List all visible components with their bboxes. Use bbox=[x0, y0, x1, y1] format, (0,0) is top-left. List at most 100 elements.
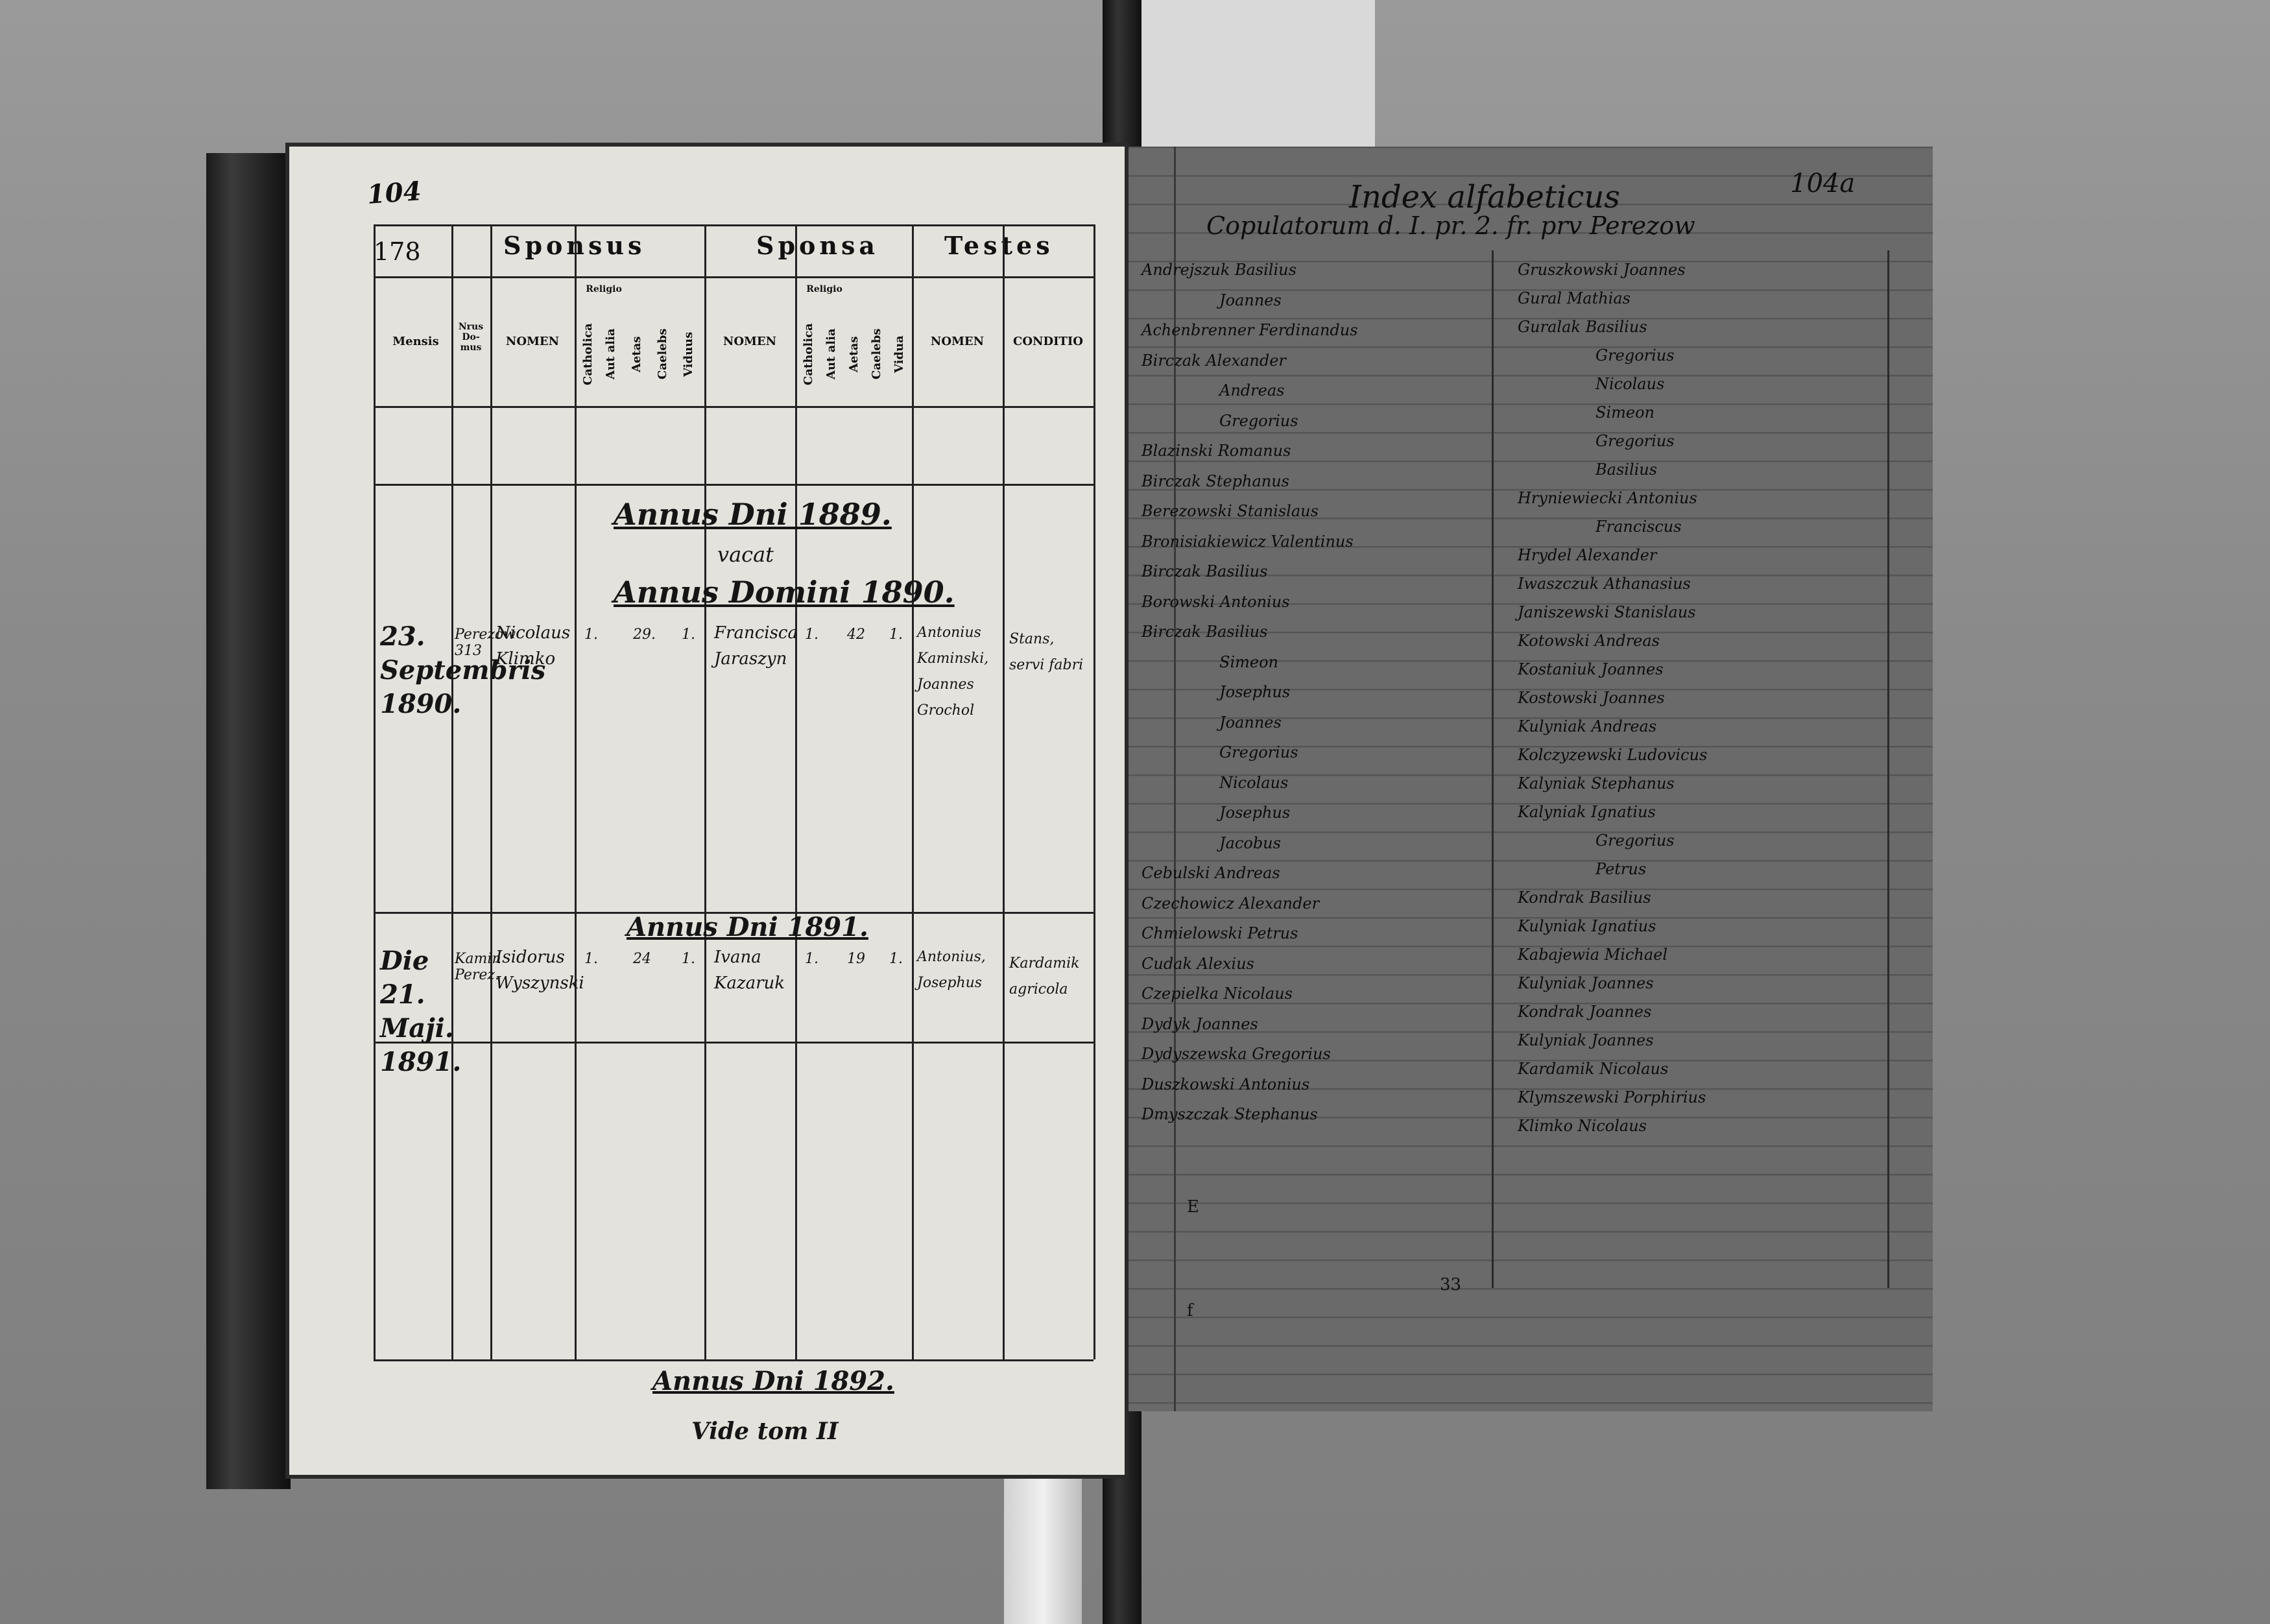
grid-line bbox=[374, 224, 376, 1359]
index-entry-name: Dydyszewska Gregorius bbox=[1141, 1045, 1331, 1063]
index-entry-name: Andreas bbox=[1219, 381, 1285, 400]
col-aut-alia-sponsa: Aut alia bbox=[824, 328, 838, 380]
index-entry-name: Simeon bbox=[1219, 652, 1278, 671]
index-entry-name: Borowski Antonius bbox=[1141, 592, 1290, 611]
col-conditio: CONDITIO bbox=[1013, 335, 1083, 348]
entry-sponsa-catholica: 1. bbox=[805, 627, 818, 643]
index-entry-name: Guralak Basilius bbox=[1518, 318, 1647, 336]
index-entry-name: Hryniewiecki Antonius bbox=[1518, 489, 1697, 507]
backdrop-paper bbox=[1103, 0, 1375, 169]
index-entry-name: Josephus bbox=[1219, 804, 1291, 822]
grid-line bbox=[374, 1042, 1093, 1044]
index-entry: Kulyniak Joannes bbox=[1518, 1031, 1654, 1057]
folio-number: 104a bbox=[1790, 169, 1856, 198]
col-catholica-sponsus: Catholica bbox=[581, 323, 595, 385]
col-testes-nomen: NOMEN bbox=[930, 335, 985, 348]
index-entry-name: Berezowski Stanislaus bbox=[1141, 502, 1319, 520]
index-entry-name: Birczak Basilius bbox=[1141, 623, 1268, 641]
index-entry: Kotowski Andreas bbox=[1518, 632, 1660, 658]
index-subtitle: Copulatorum d. I. pr. 2. fr. prv Perezow bbox=[1206, 211, 1695, 240]
index-entry-name: Gural Mathias bbox=[1518, 289, 1631, 307]
index-page: 104a Index alfabeticus Copulatorum d. I.… bbox=[1129, 147, 1933, 1411]
index-entry-name: Dydyk Joannes bbox=[1141, 1014, 1258, 1033]
index-entry: Kabajewia Michael bbox=[1518, 946, 1667, 972]
index-entry-name: Kardamik Nicolaus bbox=[1518, 1060, 1669, 1078]
index-entry: Kalyniak Stephanus bbox=[1518, 774, 1675, 800]
index-entry-name: Kotowski Andreas bbox=[1518, 632, 1660, 650]
index-entry-name: Nicolaus bbox=[1219, 773, 1289, 792]
entry-sponsa: Francisca Jaraszyn bbox=[714, 623, 798, 669]
entry-sponsus-catholica: 1. bbox=[584, 627, 598, 643]
index-entry-name: Kondrak Joannes bbox=[1518, 1003, 1652, 1021]
index-entry-name: Joannes bbox=[1219, 713, 1282, 732]
index-entry-name: Klymszewski Porphirius bbox=[1518, 1088, 1706, 1106]
entry-sponsus: Isidorus Wyszynski bbox=[496, 948, 584, 993]
index-entry: Andrejszuk Basilius bbox=[1141, 261, 1296, 287]
entry-testes: Antonius Kaminski, Joannes Grochol bbox=[917, 625, 989, 719]
col-viduus: Viduus bbox=[682, 331, 695, 377]
index-entry: Birczak Basilius bbox=[1141, 562, 1267, 588]
year-header-vacat: vacat bbox=[717, 542, 774, 567]
index-entry-name: Czepielka Nicolaus bbox=[1141, 985, 1293, 1003]
index-entry-name: Duszkowski Antonius bbox=[1141, 1075, 1310, 1093]
index-entry-name: Simeon bbox=[1595, 403, 1655, 422]
index-entry: Nicolaus bbox=[1595, 375, 1664, 401]
index-entry: Klymszewski Porphirius bbox=[1518, 1088, 1706, 1114]
index-entry: Dmyszczak Stephanus bbox=[1141, 1105, 1318, 1131]
col-sponsa-nomen: NOMEN bbox=[723, 335, 777, 348]
index-entry: Gural Mathias bbox=[1518, 289, 1631, 315]
entry-sponsa: Ivana Kazaruk bbox=[714, 948, 785, 993]
index-entry-name: Gregorius bbox=[1595, 432, 1675, 450]
index-entry-name: Blazinski Romanus bbox=[1141, 442, 1291, 460]
grid-line bbox=[704, 224, 706, 1359]
entry-sponsa-aetas: 42 bbox=[847, 627, 865, 643]
grid-line bbox=[1093, 224, 1095, 1359]
stray-mark: 33 bbox=[1440, 1275, 1462, 1295]
index-entry: Birczak Basilius bbox=[1141, 623, 1267, 649]
ref-column-line bbox=[1492, 250, 1494, 1288]
col-aetas-sponsus: Aetas bbox=[630, 336, 643, 372]
ref-column-line bbox=[1887, 250, 1889, 1288]
index-entry-name: Bronisiakiewicz Valentinus bbox=[1141, 532, 1354, 551]
index-entry-name: Kostaniuk Joannes bbox=[1518, 660, 1664, 678]
grid-line bbox=[795, 224, 797, 1359]
index-entry: Czechowicz Alexander bbox=[1141, 894, 1319, 920]
grid-line bbox=[1003, 224, 1005, 1359]
entry-sponsus-aetas: 24 bbox=[633, 951, 651, 967]
index-entry: Dydyszewska Gregorius bbox=[1141, 1045, 1331, 1071]
grid-line bbox=[451, 224, 453, 1359]
index-entry-name: Dmyszczak Stephanus bbox=[1141, 1105, 1318, 1123]
entry-sponsa-caelebs: 1. bbox=[889, 627, 903, 643]
index-entry: Joannes bbox=[1219, 713, 1282, 739]
index-entry: Czepielka Nicolaus bbox=[1141, 985, 1293, 1010]
stray-mark: f bbox=[1187, 1301, 1193, 1320]
index-entry: Kostaniuk Joannes bbox=[1518, 660, 1664, 686]
index-entry: Birczak Alexander bbox=[1141, 352, 1286, 377]
index-entry-name: Kolczyzewski Ludovicus bbox=[1518, 746, 1708, 764]
entry-sponsa-aetas: 19 bbox=[847, 951, 865, 967]
grid-line bbox=[374, 276, 1093, 278]
index-entry-name: Kulyniak Ignatius bbox=[1518, 917, 1656, 935]
index-entry: Janiszewski Stanislaus bbox=[1518, 603, 1696, 629]
index-entry: Kulyniak Joannes bbox=[1518, 974, 1654, 1000]
index-entry-name: Birczak Stephanus bbox=[1141, 472, 1289, 490]
col-caelebs-sponsus: Caelebs bbox=[656, 328, 669, 380]
index-entry: Kulyniak Ignatius bbox=[1518, 917, 1656, 943]
index-entry-name: Klimko Nicolaus bbox=[1518, 1117, 1647, 1135]
entry-sponsus-caelebs: 1. bbox=[682, 627, 695, 643]
grid-line bbox=[374, 912, 1093, 914]
entry-testes: Antonius, Josephus bbox=[917, 949, 986, 991]
index-entry-name: Kalyniak Ignatius bbox=[1518, 803, 1656, 821]
index-entry-name: Kulyniak Andreas bbox=[1518, 717, 1657, 735]
index-entry: Blazinski Romanus bbox=[1141, 442, 1291, 468]
index-entry-name: Chmielowski Petrus bbox=[1141, 924, 1298, 942]
margin-line bbox=[1174, 147, 1176, 1411]
index-entry-name: Franciscus bbox=[1595, 518, 1682, 536]
index-entry-name: Gruszkowski Joannes bbox=[1518, 261, 1686, 279]
index-entry: Cudak Alexius bbox=[1141, 955, 1254, 981]
index-entry-name: Kulyniak Joannes bbox=[1518, 974, 1654, 992]
index-entry-name: Kabajewia Michael bbox=[1518, 946, 1668, 964]
index-entry-name: Nicolaus bbox=[1595, 375, 1665, 393]
index-entry: Klimko Nicolaus bbox=[1518, 1117, 1647, 1143]
index-entry-name: Achenbrenner Ferdinandus bbox=[1141, 321, 1358, 339]
